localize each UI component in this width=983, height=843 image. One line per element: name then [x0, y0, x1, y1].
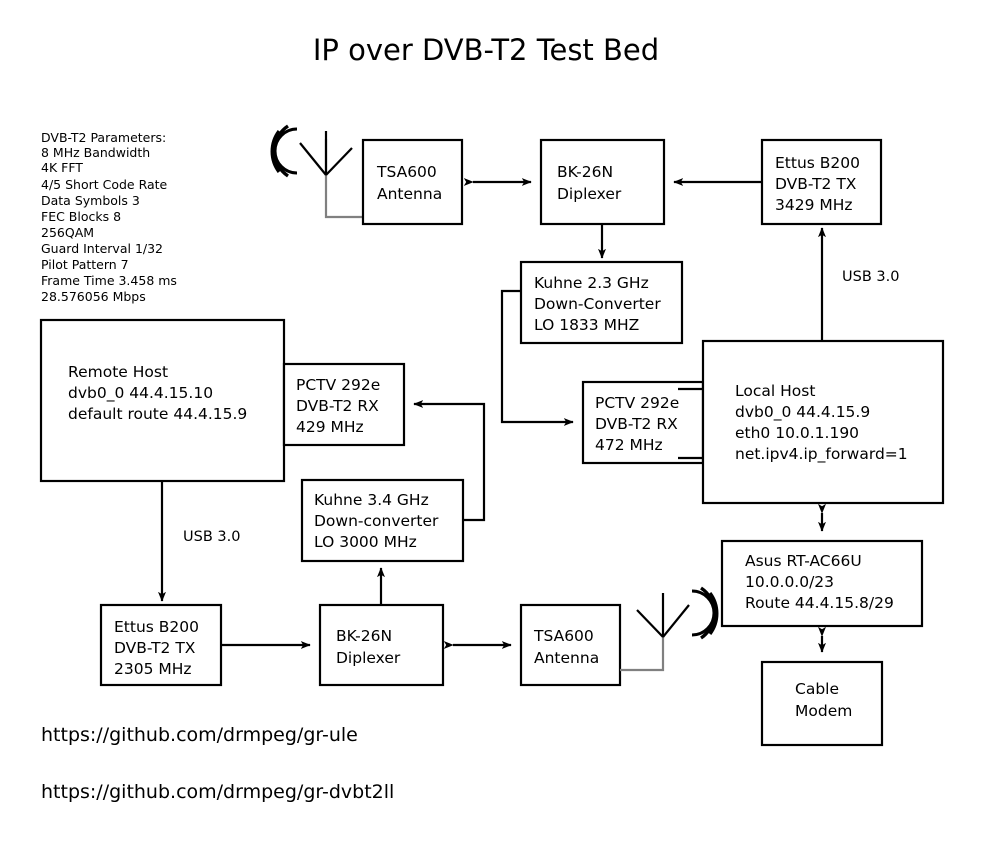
- node-label: Down-converter: [314, 512, 439, 530]
- node-label: dvb0_0 44.4.15.9: [735, 403, 870, 422]
- node-pctv-292e-472[interactable]: PCTV 292e DVB-T2 RX 472 MHz: [581, 380, 705, 465]
- node-label: LO 3000 MHz: [314, 533, 417, 551]
- node-label: Kuhne 2.3 GHz: [534, 274, 649, 292]
- node-label: Remote Host: [68, 363, 168, 381]
- node-label: LO 1833 MHZ: [534, 316, 639, 334]
- node-label: Diplexer: [557, 185, 622, 203]
- node-kuhne-3-4ghz[interactable]: Kuhne 3.4 GHz Down-converter LO 3000 MHz: [300, 478, 465, 563]
- node-label: DVB-T2 TX: [775, 175, 857, 193]
- node-local-host[interactable]: Local Host dvb0_0 44.4.15.9 eth0 10.0.1.…: [701, 339, 945, 505]
- node-label: Down-Converter: [534, 295, 661, 313]
- node-label: 429 MHz: [296, 418, 364, 436]
- parameters-line: Pilot Pattern 7: [41, 257, 129, 272]
- node-ettus-b200-top[interactable]: Ettus B200 DVB-T2 TX 3429 MHz: [760, 138, 883, 226]
- node-pctv-292e-429[interactable]: PCTV 292e DVB-T2 RX 429 MHz: [282, 362, 406, 447]
- parameters-line: 256QAM: [41, 225, 94, 240]
- antenna-symbol-top: [270, 124, 363, 219]
- node-label: Asus RT-AC66U: [745, 552, 862, 570]
- node-label: TSA600: [376, 163, 437, 181]
- node-label: net.ipv4.ip_forward=1: [735, 445, 908, 464]
- parameters-line: DVB-T2 Parameters:: [41, 130, 166, 145]
- node-label: 10.0.0.0/23: [745, 573, 834, 591]
- repo-link-gr-ule[interactable]: https://github.com/drmpeg/gr-ule: [41, 724, 358, 746]
- node-label: DVB-T2 RX: [296, 397, 379, 415]
- node-label: Route 44.4.15.8/29: [745, 594, 894, 612]
- edge-label-usb-left: USB 3.0: [183, 529, 240, 545]
- node-label: BK-26N: [557, 163, 613, 181]
- node-bk26n-top[interactable]: BK-26N Diplexer: [539, 138, 666, 226]
- node-remote-host[interactable]: Remote Host dvb0_0 44.4.15.10 default ro…: [39, 318, 286, 483]
- antenna-symbol-bottom: [620, 586, 719, 672]
- node-label: DVB-T2 TX: [114, 639, 196, 657]
- page-title: IP over DVB-T2 Test Bed: [313, 33, 659, 67]
- edge-kuhne23-pctv472: [500, 289, 574, 426]
- node-label: Cable: [795, 680, 839, 698]
- node-asus-router[interactable]: Asus RT-AC66U 10.0.0.0/23 Route 44.4.15.…: [720, 539, 924, 628]
- node-label: PCTV 292e: [296, 376, 380, 394]
- parameters-line: 4K FFT: [41, 160, 83, 175]
- node-label: eth0 10.0.1.190: [735, 424, 859, 442]
- node-label: Diplexer: [336, 649, 401, 667]
- node-tsa600-bottom[interactable]: TSA600 Antenna: [519, 603, 622, 687]
- node-label: PCTV 292e: [595, 394, 679, 412]
- parameters-line: Data Symbols 3: [41, 193, 140, 208]
- node-label: DVB-T2 RX: [595, 415, 678, 433]
- node-label: Antenna: [377, 185, 442, 203]
- parameters-line: Frame Time 3.458 ms: [41, 273, 177, 288]
- node-tsa600-top[interactable]: TSA600 Antenna: [361, 138, 464, 226]
- node-label: TSA600: [533, 627, 594, 645]
- node-bk26n-bottom[interactable]: BK-26N Diplexer: [318, 603, 445, 687]
- node-label: 2305 MHz: [114, 660, 192, 678]
- edge-kuhne34-pctv429: [413, 400, 486, 522]
- node-label: Kuhne 3.4 GHz: [314, 491, 429, 509]
- node-label: Ettus B200: [775, 154, 860, 172]
- parameters-line: 28.576056 Mbps: [41, 289, 146, 304]
- node-label: 3429 MHz: [775, 196, 853, 214]
- node-label: Modem: [795, 702, 852, 720]
- parameters-line: FEC Blocks 8: [41, 209, 121, 224]
- parameters-line: 8 MHz Bandwidth: [41, 145, 150, 160]
- node-label: BK-26N: [336, 627, 392, 645]
- node-label: 472 MHz: [595, 436, 663, 454]
- parameters-block: DVB-T2 Parameters: 8 MHz Bandwidth 4K FF…: [41, 130, 177, 304]
- node-label: Antenna: [534, 649, 599, 667]
- node-label: dvb0_0 44.4.15.10: [68, 384, 213, 403]
- edge-label-usb-right: USB 3.0: [842, 269, 899, 285]
- node-label: default route 44.4.15.9: [68, 405, 247, 423]
- node-label: Local Host: [735, 382, 815, 400]
- parameters-line: Guard Interval 1/32: [41, 241, 163, 256]
- parameters-line: 4/5 Short Code Rate: [41, 177, 168, 192]
- node-kuhne-2-3ghz[interactable]: Kuhne 2.3 GHz Down-Converter LO 1833 MHZ: [519, 260, 684, 345]
- repo-link-gr-dvbt2ll[interactable]: https://github.com/drmpeg/gr-dvbt2ll: [41, 781, 394, 803]
- node-label: Ettus B200: [114, 618, 199, 636]
- node-cable-modem[interactable]: Cable Modem: [760, 660, 884, 747]
- node-ettus-b200-bottom[interactable]: Ettus B200 DVB-T2 TX 2305 MHz: [99, 603, 223, 687]
